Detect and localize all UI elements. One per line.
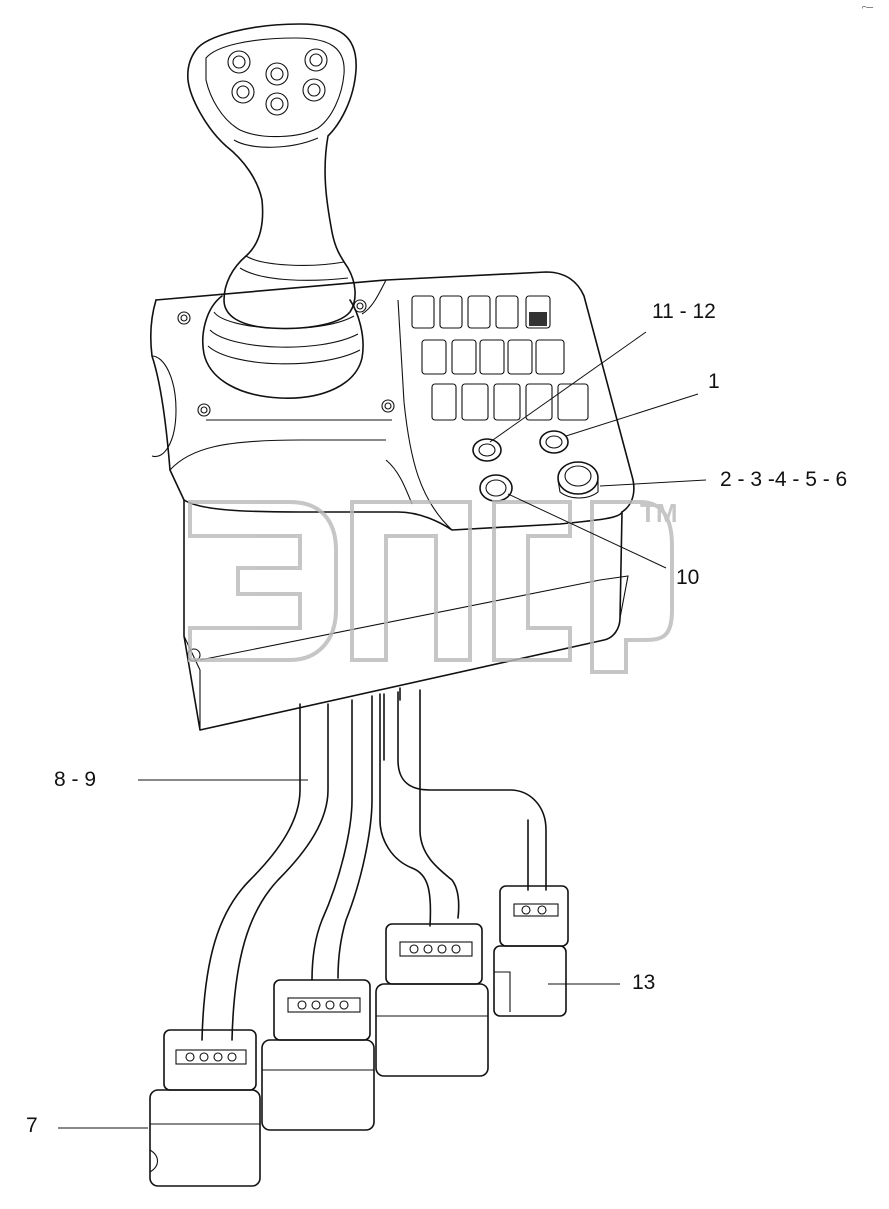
callout-10: 10 (676, 566, 699, 589)
callout-labels: 11 - 12 1 2 - 3 -4 - 5 - 6 10 8 - 9 13 7 (26, 300, 847, 1137)
callout-7: 7 (26, 1114, 38, 1137)
watermark-trademark: TM (640, 498, 678, 528)
leader-lines (58, 331, 707, 1129)
connector-1 (149, 1029, 261, 1187)
rotary-knob-left (472, 438, 502, 462)
switch-panel (411, 295, 599, 502)
switch-row-2 (421, 339, 565, 375)
callout-13: 13 (632, 971, 655, 994)
corner-mark: ⌐— (862, 4, 873, 11)
rotary-knob-right (539, 430, 569, 454)
callout-1: 1 (708, 370, 720, 393)
cables (201, 687, 547, 1041)
emergency-button (557, 461, 599, 499)
connector-2 (261, 979, 375, 1131)
callout-8-9: 8 - 9 (54, 768, 96, 791)
thumbwheel-knob (479, 474, 513, 502)
callout-2-3-4-5-6: 2 - 3 -4 - 5 - 6 (720, 468, 847, 491)
callout-11-12: 11 - 12 (652, 300, 716, 323)
switch-row-1 (411, 295, 551, 329)
joystick-handle (187, 23, 364, 399)
grip-buttons (227, 48, 328, 116)
connector-3 (375, 923, 489, 1077)
switch-row-3 (431, 383, 589, 421)
connector-4 (493, 885, 569, 1017)
watermark-logo: TM (188, 498, 678, 674)
